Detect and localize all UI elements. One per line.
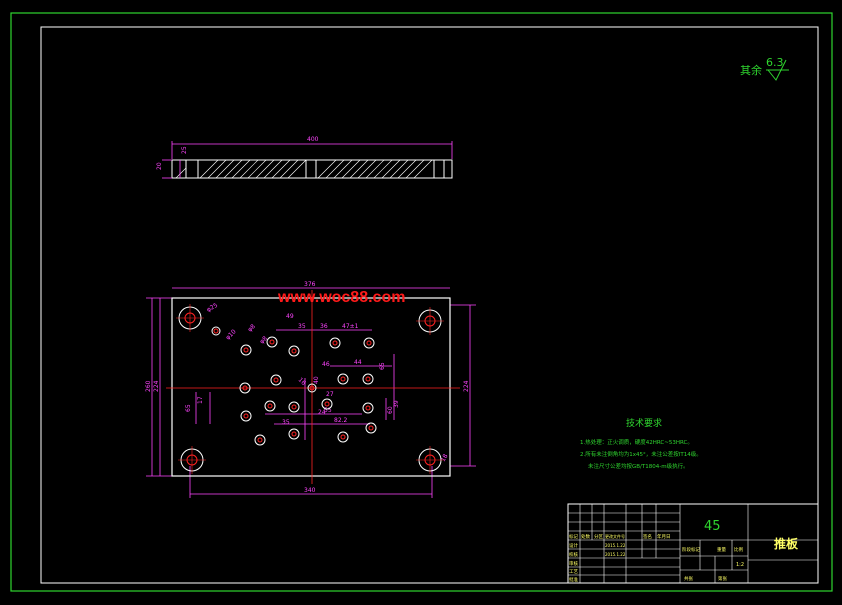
part-name: 推板 [774,536,799,551]
dim-right-small: 18 [440,453,450,463]
row-4: 工艺 [569,569,578,575]
side-view: 400 20 25 [156,136,453,179]
hole-label-4: φ8 [258,335,269,346]
dim-12: 82.2 [334,417,348,424]
tech-requirements: 技术要求 1.热处理：正火调质，硬度42HRC~53HRC。 2.所有未注倒角均… [580,417,702,470]
plate-outline [171,297,451,477]
hole-label-3: φ8 [246,323,257,334]
header-3: 分区 [594,533,603,540]
side-length-dim: 400 [307,136,319,143]
hole-label-1: φ25 [206,302,220,314]
row-1: 设计 [569,542,578,549]
watermark: www.woc88.com [277,289,405,306]
cell-5: 第张 [718,575,727,582]
outer-frame [10,12,833,592]
dim-bottom-width: 340 [304,487,316,494]
corner-hole-tl [176,304,204,332]
inner-frame [40,26,819,584]
tech-req-line-2: 2.所有未注倒角均为1x45°，未注公差按IT14级。 [580,450,702,458]
dim-1: 49 [286,313,294,320]
dim-7: 65 [379,362,386,370]
dim-14: 35 [282,419,290,426]
tech-req-line-1: 1.热处理：正火调质，硬度42HRC~53HRC。 [580,438,693,446]
dim-17: 60 [387,406,394,414]
dim-8: 16 [297,376,307,386]
dim-15: 65 [185,404,192,412]
small-holes [211,326,377,446]
cell-3: 比例 [734,546,743,553]
dim-6: 46 [322,361,330,368]
cell-2: 重量 [717,546,726,553]
corner-hole-br [416,446,444,474]
material-label: 45 [704,519,721,534]
row-3: 审核 [569,560,578,567]
dim-overall-width: 376 [304,281,316,288]
scale-value: 1:2 [736,562,744,568]
large-holes [176,304,444,474]
dim-2: 35 [298,323,306,330]
dim-11: 55 [324,407,332,414]
title-block: 45 推板 1:2 标记 处数 分区 更改文件号 签名 年月日 设计 校核 审核… [567,503,819,584]
header-5: 签名 [643,533,652,540]
hole-label-2: φ10 [224,328,237,341]
header-1: 标记 [569,533,578,540]
dim-left-inner: 224 [153,380,160,392]
header-6: 年月日 [657,533,671,540]
roughness-label: 其余 [740,63,762,77]
dim-3: 36 [320,323,328,330]
dim-9: 40 [313,376,320,384]
side-height-dim-1: 20 [156,162,163,170]
plan-view: 376 340 260 224 224 18 φ25 φ10 φ8 φ8 49 … [145,281,476,498]
roughness-value: 6.3 [766,56,784,69]
dim-16: 17 [197,396,204,404]
dim-right-height: 224 [463,380,470,392]
corner-hole-tr [416,307,444,335]
roughness-symbol-icon [766,59,789,81]
dim-18: 39 [393,400,400,408]
dim-13: 24 [318,409,326,416]
dim-5: 44 [354,359,362,366]
tech-req-title: 技术要求 [626,417,662,429]
row-2: 校核 [569,551,578,558]
side-height-dim-2: 25 [181,146,188,154]
dim-4: 47±1 [342,323,359,330]
dim-left-outer: 260 [145,380,152,392]
date-2: 2015.1.22 [605,552,626,557]
date-1: 2015.1.22 [605,543,626,548]
row-5: 批准 [569,576,578,583]
header-2: 处数 [581,533,590,540]
cell-1: 阶段标记 [682,546,700,553]
corner-hole-bl [178,446,206,474]
header-4: 更改文件号 [605,533,625,539]
roughness-note: 其余 6.3 [740,56,789,81]
dim-10: 27 [326,391,334,398]
tech-req-line-3: 未注尺寸公差均按GB/T1804-m级执行。 [588,462,689,470]
cell-4: 共张 [684,575,693,582]
